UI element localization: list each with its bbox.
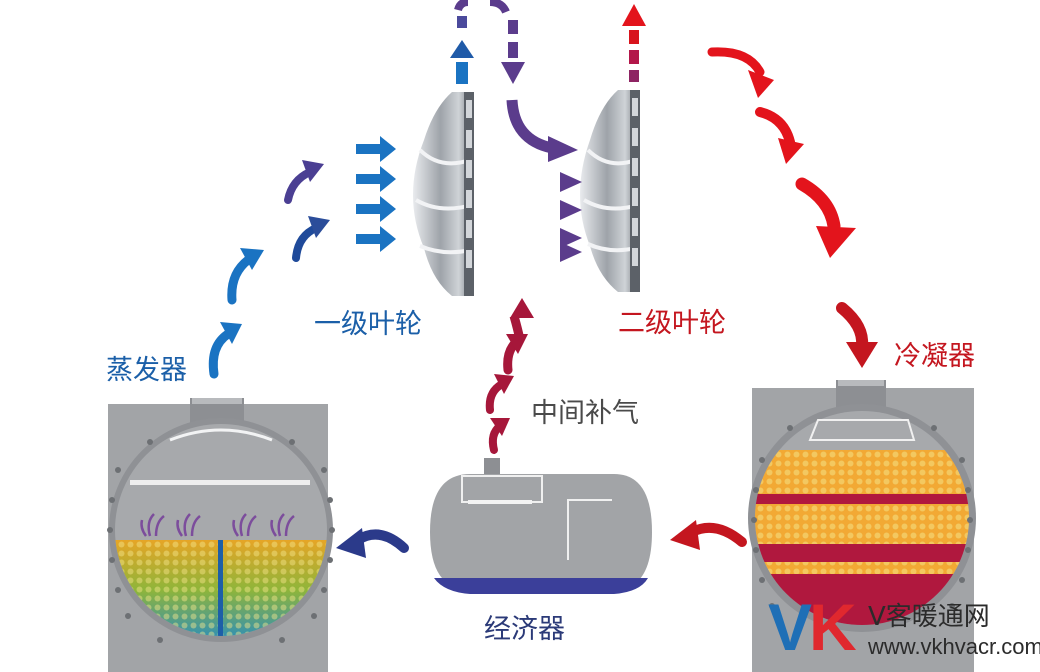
intermediate-injection-label: 中间补气 xyxy=(531,398,639,429)
condenser-to-economizer-flow xyxy=(670,520,747,550)
evaporator-label: 蒸发器 xyxy=(106,355,187,386)
logo-v: V xyxy=(768,590,812,664)
suction-arrows xyxy=(356,136,396,252)
condenser-label: 冷凝器 xyxy=(894,341,975,372)
evaporator-outlet-flow xyxy=(208,160,330,379)
economizer-label: 经济器 xyxy=(484,614,565,645)
stage2-impeller-graphic xyxy=(580,90,640,292)
watermark-url: www.vkhvacr.com xyxy=(868,634,1040,659)
stage2-impeller-label: 二级叶轮 xyxy=(618,308,726,339)
watermark: VK V客暖通网 www.vkhvacr.com xyxy=(768,594,1040,672)
watermark-site-name: V客暖通网 xyxy=(868,602,990,632)
watermark-logo: VK xyxy=(768,594,857,660)
economizer-vessel xyxy=(430,458,652,594)
stage1-impeller-graphic xyxy=(413,92,474,296)
economizer-to-evaporator-flow xyxy=(336,528,409,558)
condenser-vessel xyxy=(748,380,976,672)
injection-flow xyxy=(485,298,534,454)
interstage-flow xyxy=(450,0,578,162)
stage1-impeller-label: 一级叶轮 xyxy=(314,309,422,340)
evaporator-vessel xyxy=(107,398,335,672)
stage2-inlet-arrows xyxy=(560,172,582,262)
discharge-flow xyxy=(622,4,878,368)
logo-k: K xyxy=(809,590,857,664)
